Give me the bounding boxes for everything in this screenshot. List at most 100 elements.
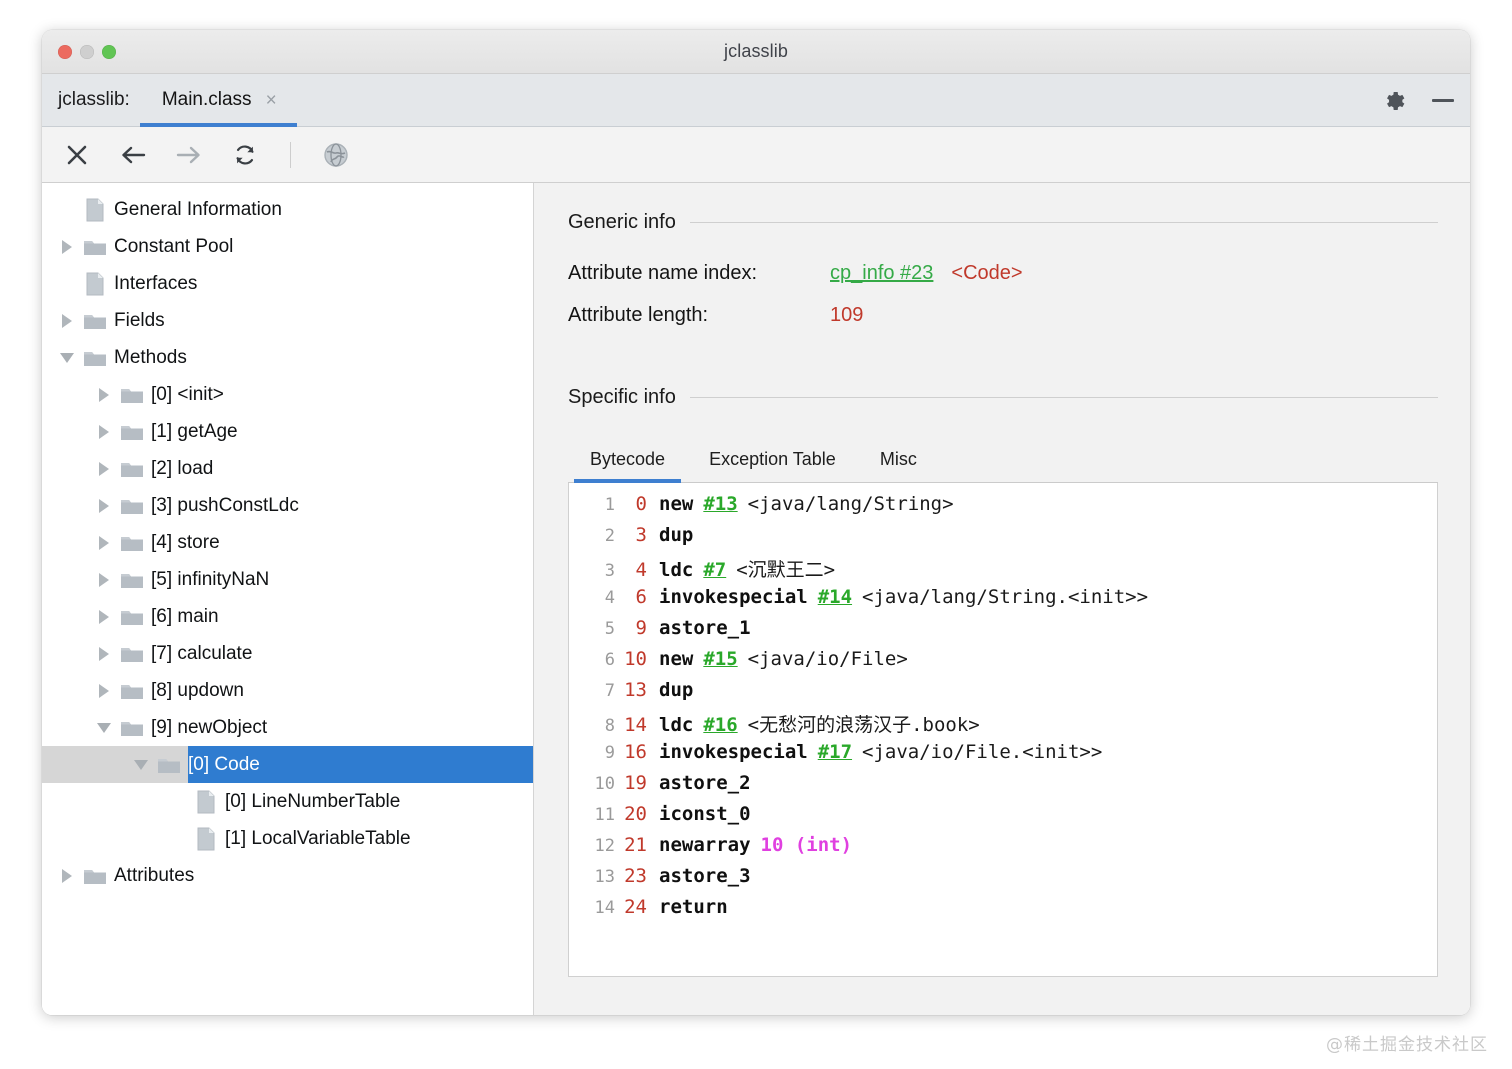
chevron-right-icon[interactable] xyxy=(54,239,80,254)
bytecode-offset: 19 xyxy=(624,772,647,794)
chevron-right-icon[interactable] xyxy=(91,461,117,476)
tree-item[interactable]: [3] pushConstLdc xyxy=(42,487,533,524)
folder-icon xyxy=(117,570,147,590)
bytecode-offset: 3 xyxy=(635,524,647,546)
chevron-right-icon[interactable] xyxy=(91,572,117,587)
tab-exception-table[interactable]: Exception Table xyxy=(709,449,836,469)
chevron-right-icon[interactable] xyxy=(91,609,117,624)
bytecode-literal: 10 (int) xyxy=(760,834,853,856)
chevron-right-icon[interactable] xyxy=(91,646,117,661)
minimize-window-button[interactable] xyxy=(80,45,94,59)
tree-item[interactable]: Interfaces xyxy=(42,265,533,302)
tab-label: Main.class xyxy=(161,89,252,110)
tree-item-label: [0] LineNumberTable xyxy=(225,790,401,812)
tree-item[interactable]: [2] load xyxy=(42,450,533,487)
chevron-right-icon[interactable] xyxy=(91,387,117,402)
close-icon[interactable]: × xyxy=(265,89,277,111)
constant-pool-ref-link[interactable]: #14 xyxy=(817,586,853,608)
folder-icon xyxy=(80,348,110,368)
attribute-length-row: Attribute length: 109 xyxy=(568,304,1438,346)
minimize-icon[interactable] xyxy=(1432,99,1454,102)
tree-item[interactable]: [5] infinityNaN xyxy=(42,561,533,598)
tree-item[interactable]: Methods xyxy=(42,339,533,376)
bytecode-comment: <java/io/File> xyxy=(747,648,908,670)
tree-item-label: Constant Pool xyxy=(114,235,234,257)
constant-pool-ref-link[interactable]: #17 xyxy=(817,741,853,763)
tree-item[interactable]: General Information xyxy=(42,191,533,228)
forward-icon[interactable] xyxy=(174,140,204,170)
bytecode-offset: 4 xyxy=(635,559,647,581)
close-window-button[interactable] xyxy=(58,45,72,59)
tab-bytecode[interactable]: Bytecode xyxy=(568,449,687,483)
bytecode-mnemonic: newarray xyxy=(659,834,751,856)
line-number: 11 xyxy=(594,805,615,825)
chevron-right-icon[interactable] xyxy=(54,868,80,883)
cp-info-link[interactable]: cp_info #23 xyxy=(830,262,934,284)
tab-main-class[interactable]: Main.class × xyxy=(139,74,297,127)
tree-item[interactable]: [0] <init> xyxy=(42,376,533,413)
bytecode-mnemonic: astore_1 xyxy=(659,617,751,639)
bytecode-mnemonic: return xyxy=(659,896,728,918)
tab-misc[interactable]: Misc xyxy=(879,449,917,469)
tree-item-label: Interfaces xyxy=(114,272,198,294)
tree-item[interactable]: Constant Pool xyxy=(42,228,533,265)
tree-item[interactable]: Fields xyxy=(42,302,533,339)
tree-item[interactable]: [0] LineNumberTable xyxy=(42,783,533,820)
chevron-down-icon[interactable] xyxy=(54,352,80,363)
tree-item[interactable]: [6] main xyxy=(42,598,533,635)
tree-item[interactable]: [9] newObject xyxy=(42,709,533,746)
tree-item[interactable]: [1] LocalVariableTable xyxy=(42,820,533,857)
bytecode-offset: 21 xyxy=(624,834,647,856)
reload-icon[interactable] xyxy=(230,140,260,170)
browse-icon[interactable] xyxy=(321,140,351,170)
chevron-right-icon[interactable] xyxy=(54,313,80,328)
constant-pool-ref-link[interactable]: #16 xyxy=(703,714,738,736)
constant-pool-ref-link[interactable]: #13 xyxy=(703,493,738,515)
chevron-right-icon[interactable] xyxy=(91,498,117,513)
chevron-down-icon[interactable] xyxy=(91,722,117,733)
tree-item[interactable]: Attributes xyxy=(42,857,533,894)
folder-icon xyxy=(80,237,110,257)
chevron-down-icon[interactable] xyxy=(128,759,154,770)
section-divider xyxy=(689,397,1438,398)
folder-icon xyxy=(117,718,147,738)
chevron-right-icon[interactable] xyxy=(91,535,117,550)
chevron-right-icon[interactable] xyxy=(91,424,117,439)
tree-item[interactable]: [1] getAge xyxy=(42,413,533,450)
tree-item[interactable]: [4] store xyxy=(42,524,533,561)
gear-icon[interactable] xyxy=(1382,89,1406,113)
close-icon[interactable] xyxy=(62,140,92,170)
maximize-window-button[interactable] xyxy=(102,45,116,59)
constant-pool-ref-link[interactable]: #7 xyxy=(703,559,727,581)
chevron-right-icon[interactable] xyxy=(91,683,117,698)
tree-item[interactable]: [7] calculate xyxy=(42,635,533,672)
back-icon[interactable] xyxy=(118,140,148,170)
window-traffic-lights xyxy=(58,30,116,74)
tree-item-label: Methods xyxy=(114,346,187,368)
bytecode-offset: 13 xyxy=(624,679,647,701)
tree-item-selected[interactable]: [0] Code xyxy=(42,746,533,783)
attribute-name-value: <Code> xyxy=(951,262,1023,284)
bytecode-offset: 6 xyxy=(635,586,647,608)
constant-pool-ref-link[interactable]: #15 xyxy=(703,648,738,670)
tree-item[interactable]: [8] updown xyxy=(42,672,533,709)
tree-item-label: [6] main xyxy=(151,605,219,627)
bytecode-mnemonic: astore_3 xyxy=(659,865,751,887)
